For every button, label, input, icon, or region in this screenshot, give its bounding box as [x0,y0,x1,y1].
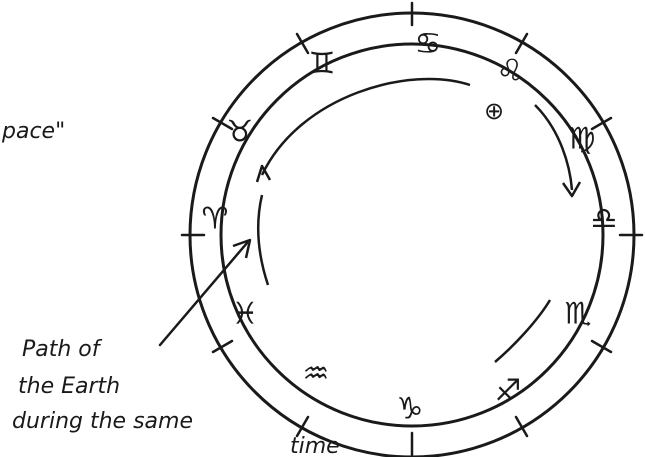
zodiac-sign-virgo: ♍ [569,122,596,157]
orbit-arc-right [535,105,572,190]
zodiac-sign-gemini: ♊ [309,47,336,82]
caption-line-1: Path of [22,337,103,362]
zodiac-sign-cancer: ♋ [415,27,442,62]
zodiac-sign-taurus: ♉ [227,115,254,150]
earth-symbol: ⊕ [484,97,504,125]
caption-line-4: time [290,434,340,457]
earth-orbit-arc-lower [495,300,550,362]
zodiac-sign-aries: ♈ [202,202,229,237]
zodiac-sign-aquarius: ♒ [303,357,330,392]
zodiac-sign-pisces: ♓ [232,297,259,332]
zodiac-sign-sagittarius: ♐ [495,374,522,409]
earth-orbit-arc-left [258,195,268,285]
caption-line-2: the Earth [18,374,120,399]
zodiac-sign-capricorn: ♑ [397,392,424,427]
fragment-text: pace" [1,119,65,144]
zodiac-sign-leo: ♌ [497,54,524,89]
zodiac-inner-ring [221,44,603,426]
earth-orbit-arc-upper [262,79,470,175]
zodiac-sign-scorpio: ♏ [565,297,592,332]
zodiac-sign-libra: ♎ [591,202,618,237]
caption-line-3: during the same [12,409,193,434]
